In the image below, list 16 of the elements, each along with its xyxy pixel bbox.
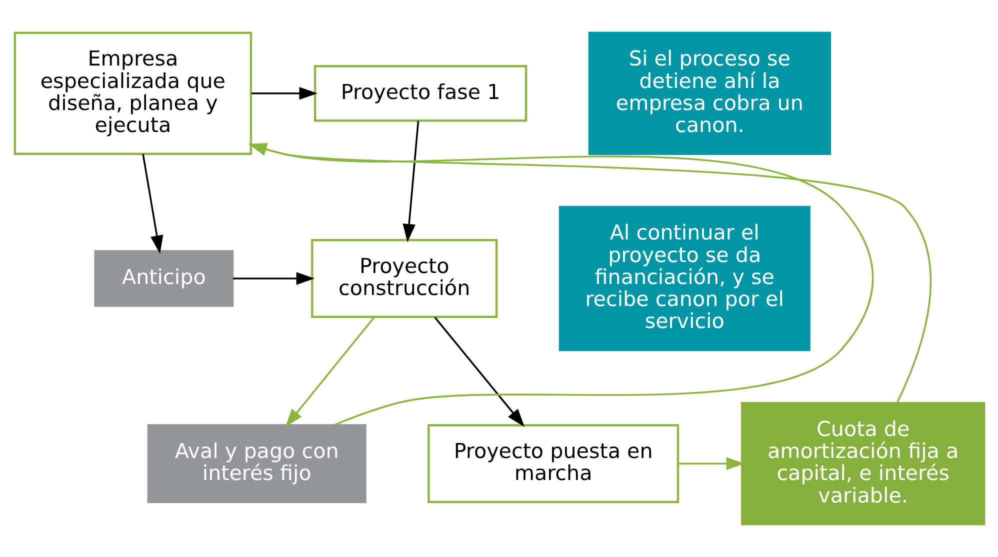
node-box: Proyecto puesta en marcha — [427, 424, 679, 504]
arrow — [142, 154, 163, 254]
node-box: Empresa especializada que diseña, planea y ejecuta — [13, 32, 252, 155]
arrow — [232, 272, 314, 285]
arrow — [678, 457, 744, 470]
arrow — [284, 316, 374, 427]
node-box: Anticipo — [94, 250, 234, 307]
arrow — [434, 316, 524, 427]
node-box: Proyecto fase 1 — [314, 64, 527, 122]
arrow — [402, 120, 419, 242]
node-box: Aval y pago con interés fijo — [146, 424, 366, 504]
node-box: Proyecto construcción — [310, 239, 498, 318]
arrow — [250, 86, 318, 100]
node-box: Si el proceso se detiene ahí la empresa cobra un canon. — [588, 32, 831, 155]
node-box: Al continuar el proyecto se da financiación, y se recibe canon por el servicio — [558, 206, 810, 352]
node-box: Cuota de amortización fija a capital, e interés variable. — [740, 402, 985, 526]
